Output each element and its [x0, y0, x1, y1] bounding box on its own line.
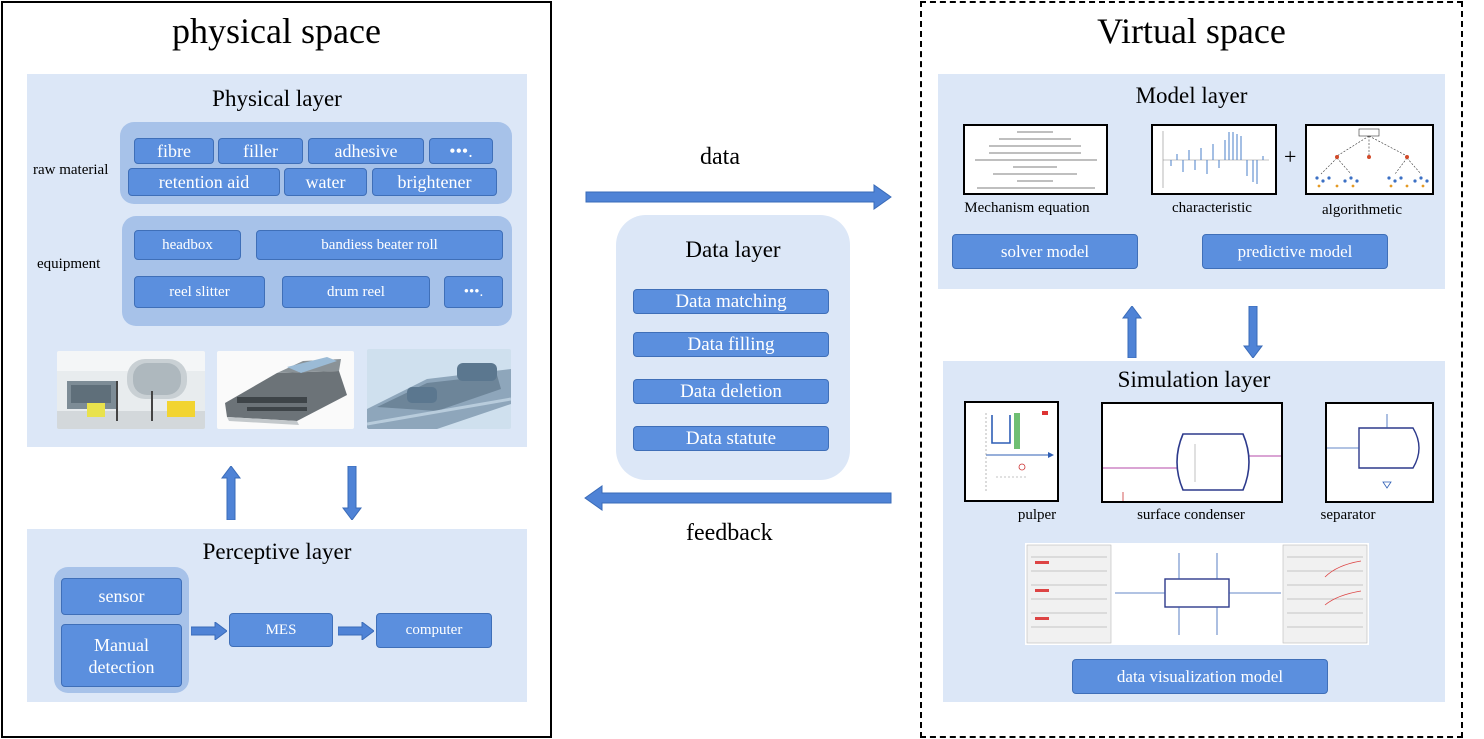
- feedback-arrow: [584, 485, 892, 511]
- data-matching-button[interactable]: Data matching: [633, 289, 829, 314]
- algorithmetic-thumbnail: [1305, 124, 1434, 195]
- solver-model-button[interactable]: solver model: [952, 234, 1138, 269]
- raw-item-filler[interactable]: filler: [218, 138, 303, 164]
- pulper-label: pulper: [1017, 507, 1057, 523]
- data-arrow-label: data: [700, 144, 740, 170]
- perceptive-layer-title: Perceptive layer: [202, 539, 352, 564]
- model-layer-title: Model layer: [1135, 83, 1248, 108]
- arrow-to-mes: [191, 622, 227, 640]
- raw-item-adhesive[interactable]: adhesive: [308, 138, 424, 164]
- simulation-layer-title: Simulation layer: [1117, 367, 1271, 392]
- equipment-item-reel-slitter[interactable]: reel slitter: [134, 276, 265, 308]
- physical-space-frame: [1, 1, 552, 738]
- equipment-item-more[interactable]: •••.: [444, 276, 503, 308]
- separator-thumbnail: [1325, 402, 1434, 503]
- arrow-to-computer: [338, 622, 374, 640]
- equipment-item-beater-roll[interactable]: bandiess beater roll: [256, 230, 503, 260]
- raw-material-label: raw material: [33, 162, 109, 178]
- data-deletion-button[interactable]: Data deletion: [633, 379, 829, 404]
- arrow-up-simulation-to-model: [1122, 306, 1142, 358]
- surface-condenser-label: surface condenser: [1137, 507, 1245, 523]
- manual-detection-box[interactable]: Manual detection: [61, 624, 182, 687]
- pulper-thumbnail: [964, 401, 1059, 502]
- virtual-space-frame: [920, 1, 1463, 738]
- mechanism-equation-label: Mechanism equation: [964, 200, 1090, 216]
- data-filling-button[interactable]: Data filling: [633, 332, 829, 357]
- mes-box[interactable]: MES: [229, 613, 333, 647]
- data-statute-button[interactable]: Data statute: [633, 426, 829, 451]
- equipment-label: equipment: [37, 256, 101, 272]
- surface-condenser-thumbnail: [1101, 402, 1283, 503]
- paper-machine-photo-1: [57, 351, 205, 429]
- raw-item-retention-aid[interactable]: retention aid: [128, 168, 280, 196]
- equipment-item-headbox[interactable]: headbox: [134, 230, 241, 260]
- raw-item-more[interactable]: •••.: [429, 138, 493, 164]
- sensor-box[interactable]: sensor: [61, 578, 182, 615]
- data-visualization-model-button[interactable]: data visualization model: [1072, 659, 1328, 694]
- physical-layer-title: Physical layer: [212, 86, 342, 111]
- characteristic-label: characteristic: [1172, 200, 1252, 216]
- raw-item-brightener[interactable]: brightener: [372, 168, 497, 196]
- data-arrow: [585, 184, 892, 210]
- virtual-space-title: Virtual space: [1097, 11, 1286, 51]
- paper-machine-photo-2: [217, 351, 354, 429]
- data-layer-title: Data layer: [685, 237, 781, 262]
- raw-item-water[interactable]: water: [284, 168, 367, 196]
- predictive-model-button[interactable]: predictive model: [1202, 234, 1388, 269]
- arrow-up-perceptive-to-physical: [221, 466, 241, 520]
- algorithmetic-label: algorithmetic: [1322, 202, 1402, 218]
- paper-machine-photo-3: [367, 349, 511, 429]
- computer-box[interactable]: computer: [376, 613, 492, 648]
- plus-sign: +: [1284, 144, 1297, 169]
- arrow-down-physical-to-perceptive: [342, 466, 362, 520]
- feedback-arrow-label: feedback: [686, 520, 773, 546]
- arrow-down-model-to-simulation: [1243, 306, 1263, 358]
- separator-label: separator: [1320, 507, 1376, 523]
- data-visualization-thumbnail: [1025, 543, 1369, 645]
- equipment-item-drum-reel[interactable]: drum reel: [282, 276, 430, 308]
- physical-space-title: physical space: [172, 11, 381, 51]
- raw-item-fibre[interactable]: fibre: [134, 138, 214, 164]
- characteristic-thumbnail: [1151, 124, 1277, 195]
- mechanism-equation-thumbnail: [963, 124, 1108, 195]
